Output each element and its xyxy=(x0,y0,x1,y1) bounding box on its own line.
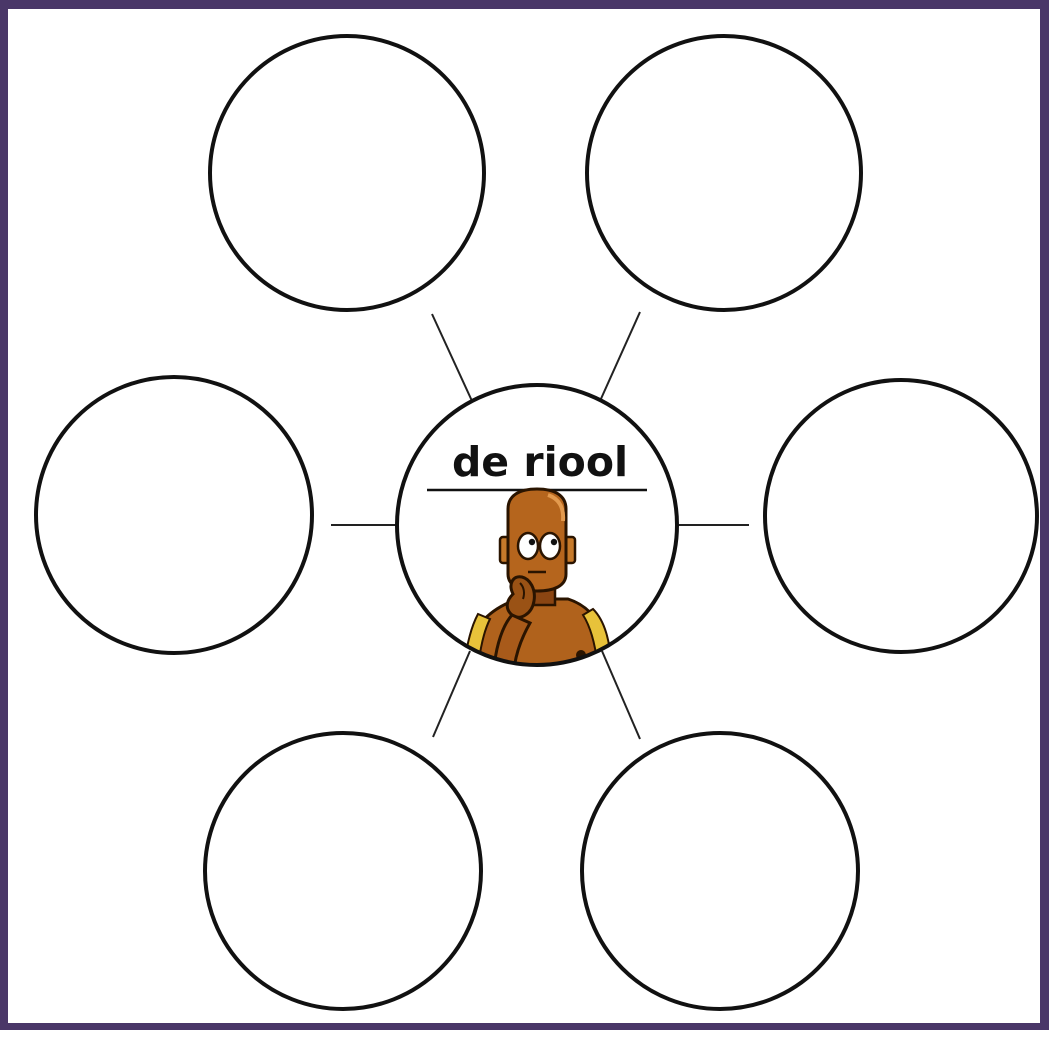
center-label: de riool xyxy=(452,438,628,486)
connector-top-left xyxy=(432,314,472,401)
outer-node-top-left[interactable] xyxy=(210,36,484,310)
outer-node-bottom-right[interactable] xyxy=(582,733,858,1009)
connector-bottom-right xyxy=(602,651,640,739)
outer-node-left[interactable] xyxy=(36,377,312,653)
concept-web-diagram: de riool xyxy=(8,9,1049,1039)
outer-node-bottom-left[interactable] xyxy=(205,733,481,1009)
outer-node-top-right[interactable] xyxy=(587,36,861,310)
connector-bottom-left xyxy=(433,651,470,737)
center-node: de riool xyxy=(397,385,677,669)
connector-top-right xyxy=(600,312,640,401)
outer-node-right[interactable] xyxy=(765,380,1037,652)
